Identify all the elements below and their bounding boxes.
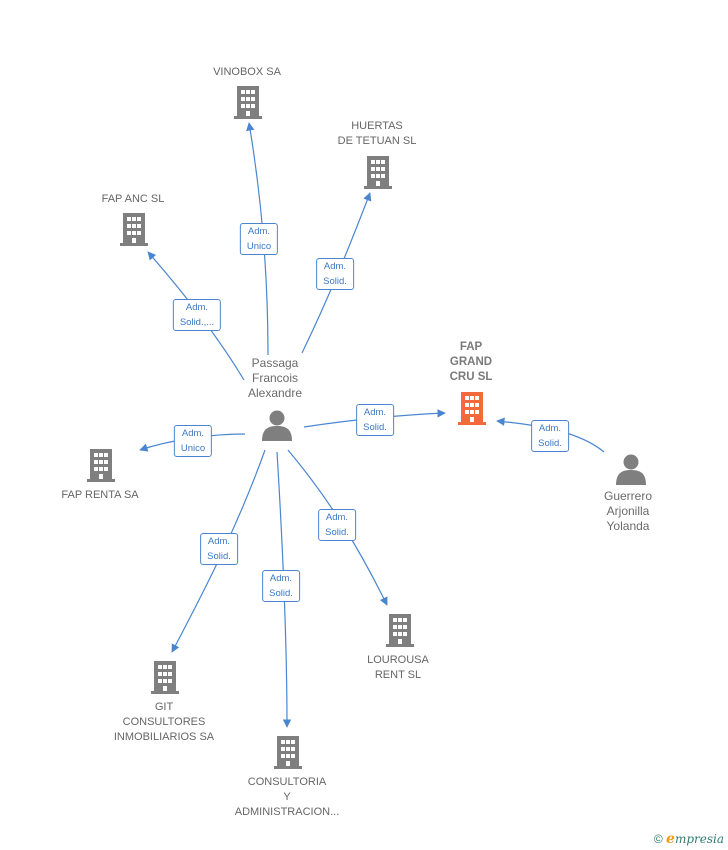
relation-line: Solid. (207, 551, 231, 562)
node-label-guerrero[interactable]: Guerrero Arjonilla Yolanda (604, 489, 652, 534)
building-icon-focus[interactable] (458, 392, 486, 425)
relation-line: Adm. (269, 573, 293, 584)
label-line: FAP RENTA SA (61, 489, 139, 501)
relation-line: Solid.,... (179, 317, 215, 328)
copyright-icon: © (653, 832, 663, 846)
label-line: RENT SL (374, 669, 422, 681)
relation-line: Solid. (363, 422, 387, 433)
node-label-huertas[interactable]: HUERTAS DE TETUAN SL (338, 119, 417, 149)
brand-name: mpresia (674, 832, 724, 846)
label-line: CONSULTORES (122, 716, 206, 728)
label-line: HUERTAS (351, 120, 403, 132)
node-label-consultoria[interactable]: CONSULTORIA Y ADMINISTRACION... (235, 775, 340, 820)
relation-label-fap-anc[interactable]: Adm. Solid.,... (172, 299, 222, 331)
label-line: Yolanda (606, 519, 650, 533)
relation-label-fap-grand-cru[interactable]: Adm. Solid. (356, 404, 394, 436)
brand-logo: empresia (666, 831, 724, 847)
relation-line: Solid. (538, 438, 562, 449)
relation-line: Adm. (363, 407, 387, 418)
building-icon[interactable] (87, 449, 115, 482)
label-line: VINOBOX SA (213, 66, 281, 78)
building-icon[interactable] (151, 661, 179, 694)
relation-line: Adm. (181, 428, 205, 439)
node-label-fap-grand-cru[interactable]: FAP GRAND CRU SL (450, 340, 493, 385)
building-icon[interactable] (120, 213, 148, 246)
relation-label-consultoria[interactable]: Adm. Solid. (262, 570, 300, 602)
node-label-git[interactable]: GIT CONSULTORES INMOBILIARIOS SA (114, 700, 214, 745)
relation-line: Adm. (247, 226, 271, 237)
label-line: GIT (154, 701, 174, 713)
label-line: Arjonilla (606, 504, 650, 518)
label-line: Y (283, 791, 291, 803)
label-line: LOUROUSA (367, 654, 429, 666)
building-icon[interactable] (364, 156, 392, 189)
label-line: ADMINISTRACION... (234, 806, 340, 818)
label-line: Passaga (251, 356, 299, 370)
relation-line: Unico (246, 241, 272, 252)
building-icon[interactable] (274, 736, 302, 769)
relation-line: Adm. (538, 423, 562, 434)
label-line: INMOBILIARIOS SA (113, 731, 215, 743)
label-line: FAP ANC SL (101, 193, 165, 205)
relation-line: Adm. (323, 261, 347, 272)
relation-label-lourousa[interactable]: Adm. Solid. (318, 509, 356, 541)
building-icon[interactable] (234, 86, 262, 119)
person-icon[interactable] (262, 410, 292, 442)
label-line: CRU SL (449, 371, 493, 383)
label-line: Francois (251, 371, 299, 385)
label-line: Alexandre (247, 386, 303, 400)
label-line: DE TETUAN SL (337, 135, 417, 147)
label-line: FAP (459, 341, 483, 353)
relation-label-huertas[interactable]: Adm. Solid. (316, 258, 354, 290)
building-icon[interactable] (386, 614, 414, 647)
label-line: Guerrero (603, 489, 653, 503)
label-line: GRAND (449, 356, 493, 368)
person-icon[interactable] (616, 454, 646, 486)
brand-initial: e (666, 831, 675, 847)
relation-label-guerrero[interactable]: Adm. Solid. (531, 420, 569, 452)
node-label-vinobox[interactable]: VINOBOX SA (213, 65, 281, 80)
relation-label-git[interactable]: Adm. Solid. (200, 533, 238, 565)
node-label-fap-anc[interactable]: FAP ANC SL (102, 192, 165, 207)
relation-line: Adm. (185, 302, 209, 313)
brand-footer[interactable]: © empresia (654, 831, 724, 847)
relation-line: Solid. (323, 276, 347, 287)
node-label-lourousa[interactable]: LOUROUSA RENT SL (367, 653, 429, 683)
relation-label-fap-renta[interactable]: Adm. Unico (173, 425, 213, 457)
relation-line: Solid. (269, 588, 293, 599)
node-label-fap-renta[interactable]: FAP RENTA SA (61, 488, 138, 503)
relation-line: Adm. (325, 512, 349, 523)
relation-line: Unico (180, 443, 206, 454)
relation-label-vinobox[interactable]: Adm. Unico (239, 223, 279, 255)
label-line: CONSULTORIA (247, 776, 327, 788)
node-label-passaga[interactable]: Passaga Francois Alexandre (248, 356, 302, 401)
relation-line: Solid. (325, 527, 349, 538)
relation-line: Adm. (207, 536, 231, 547)
